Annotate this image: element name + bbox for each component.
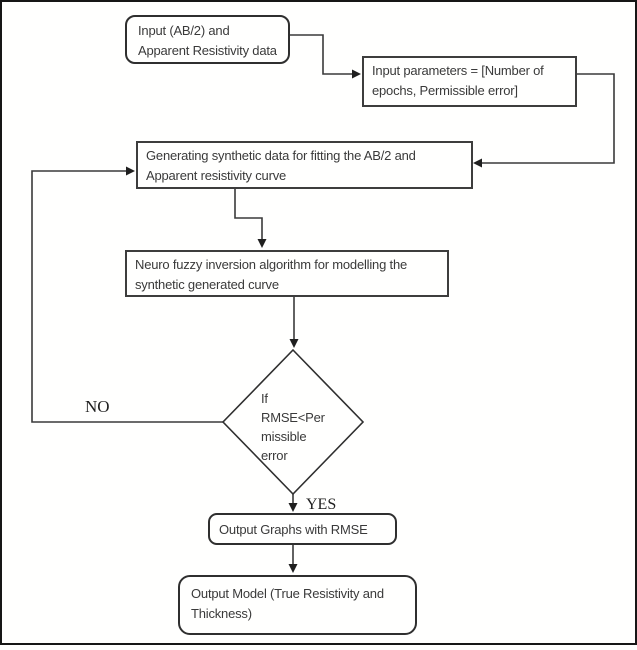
node-text-line: synthetic generated curve [135,277,279,292]
node-neuro-fuzzy-inversion: Neuro fuzzy inversion algorithm for mode… [125,250,449,297]
node-generate-synthetic-data: Generating synthetic data for fitting th… [136,141,473,189]
edge-label-yes: YES [306,496,337,513]
node-output-graphs: Output Graphs with RMSE [208,513,397,545]
node-text-line: error [261,448,288,463]
node-input-data: Input (AB/2) and Apparent Resistivity da… [125,15,290,64]
node-text-line: If [261,391,268,406]
node-text-line: RMSE<Per [261,410,325,425]
node-text-line: missible [261,429,307,444]
node-text-line: Generating synthetic data for fitting th… [146,148,416,163]
node-text-line: Apparent Resistivity data [138,43,277,58]
node-text-line: Neuro fuzzy inversion algorithm for mode… [135,257,407,272]
edge-label-no: NO [85,397,110,416]
node-decision-rmse-text: If RMSE<Per missible error [261,389,347,465]
node-text-line: Input (AB/2) and [138,23,230,38]
node-text-line: Apparent resistivity curve [146,168,287,183]
node-text-line: Input parameters = [Number of [372,63,544,78]
node-input-parameters: Input parameters = [Number of epochs, Pe… [362,56,577,107]
node-text-line: epochs, Permissible error] [372,83,518,98]
node-output-model: Output Model (True Resistivity and Thick… [178,575,417,635]
node-text-line: Output Graphs with RMSE [219,522,368,537]
node-text-line: Output Model (True Resistivity and [191,586,384,601]
node-text-line: Thickness) [191,606,252,621]
